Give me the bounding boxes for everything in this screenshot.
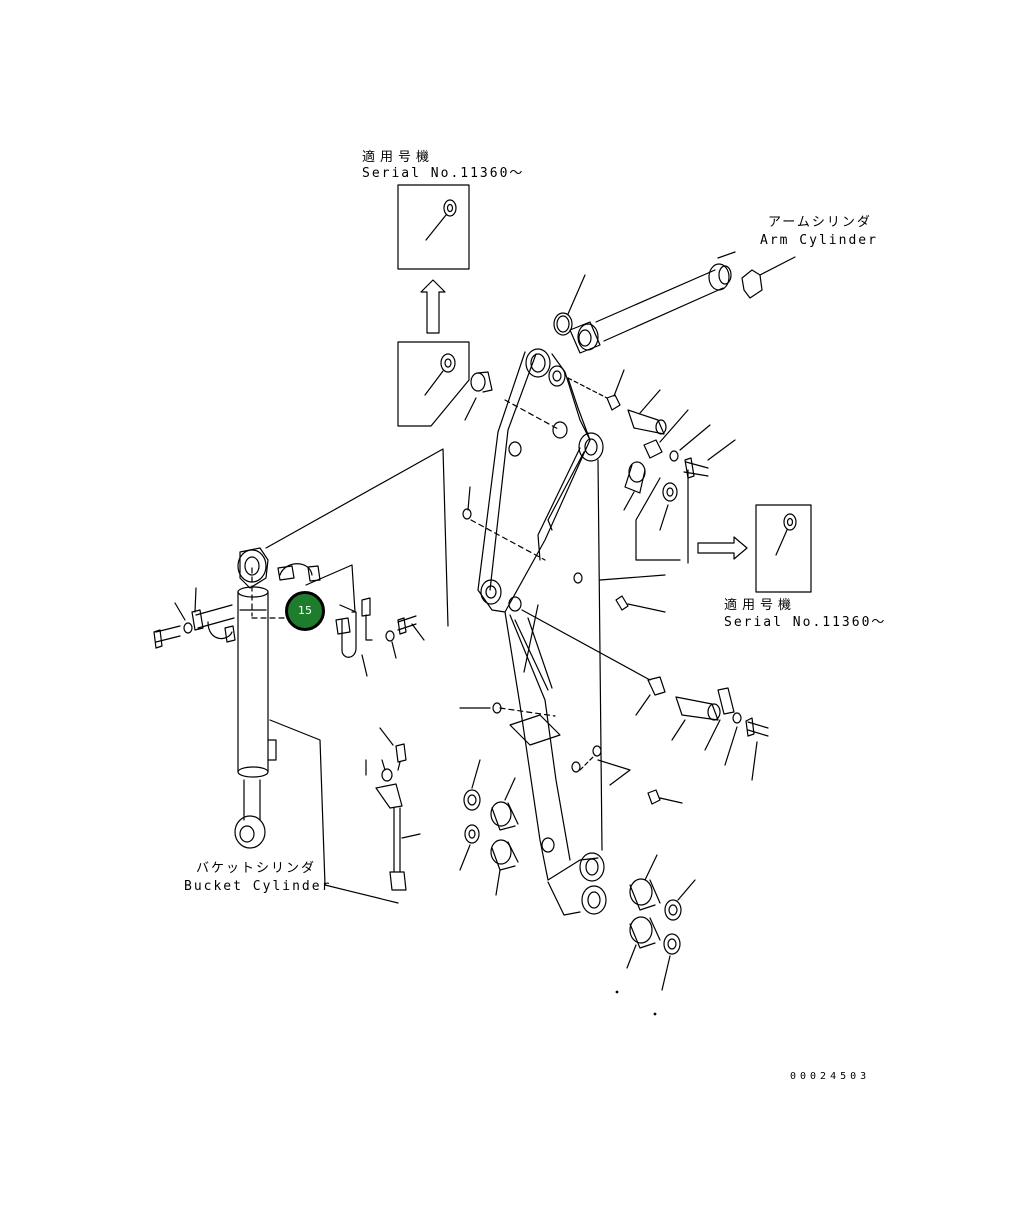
part-callout-15[interactable]: 15 [285,591,325,631]
inset-box-right [755,504,812,593]
arm-body [459,348,666,916]
serial-top-label-en: Serial No.11360〜 [362,166,525,181]
arm-cylinder-label-en: Arm Cylinder [760,233,878,248]
document-number: 00024503 [790,1071,871,1082]
bucket-cylinder-label-jp: バケットシリンダ [196,861,317,876]
right-arrow [697,536,748,560]
pin-upper-right [567,369,736,564]
bucket-hose-upper [277,563,425,677]
serial-right-label-jp: 適用号機 [724,598,797,613]
serial-top-label-jp: 適用号機 [362,150,435,165]
inset-box-top [397,184,470,270]
up-arrow [420,279,446,334]
bucket-hose-lower [365,727,421,891]
bucket-cylinder [153,448,449,904]
arm-cylinder-label-jp: アームシリンダ [768,215,872,230]
bucket-cylinder-label-en: Bucket Cylinder [184,879,332,894]
inset-box-lower [397,341,470,427]
bushing-upper-left [464,371,561,431]
pins-mid-right [521,595,769,805]
bottom-bushings [459,759,696,1016]
arm-cylinder [553,251,796,354]
serial-right-label-en: Serial No.11360〜 [724,615,887,630]
